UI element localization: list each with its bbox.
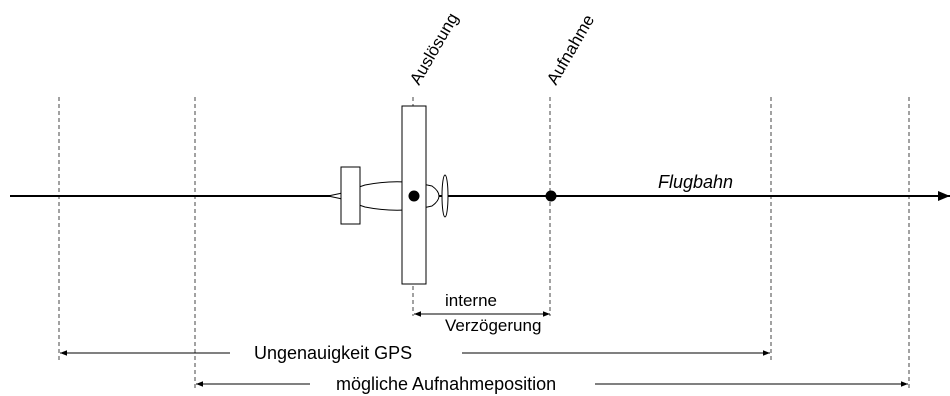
capture-label: Aufnahme <box>543 11 598 88</box>
delay-label-line1: interne <box>445 291 497 310</box>
possible-position-label: mögliche Aufnahmeposition <box>336 374 556 394</box>
reference-lines <box>58 97 910 388</box>
trigger-label: Auslösung <box>406 10 462 88</box>
propeller <box>441 174 449 218</box>
trigger-point <box>408 190 420 202</box>
aircraft-icon <box>327 105 449 285</box>
tail-plane <box>340 166 361 225</box>
capture-point <box>545 190 557 202</box>
flight-path-label: Flugbahn <box>658 172 733 192</box>
gps-inaccuracy-label: Ungenauigkeit GPS <box>254 343 412 363</box>
delay-label-line2: Verzögerung <box>445 316 541 335</box>
